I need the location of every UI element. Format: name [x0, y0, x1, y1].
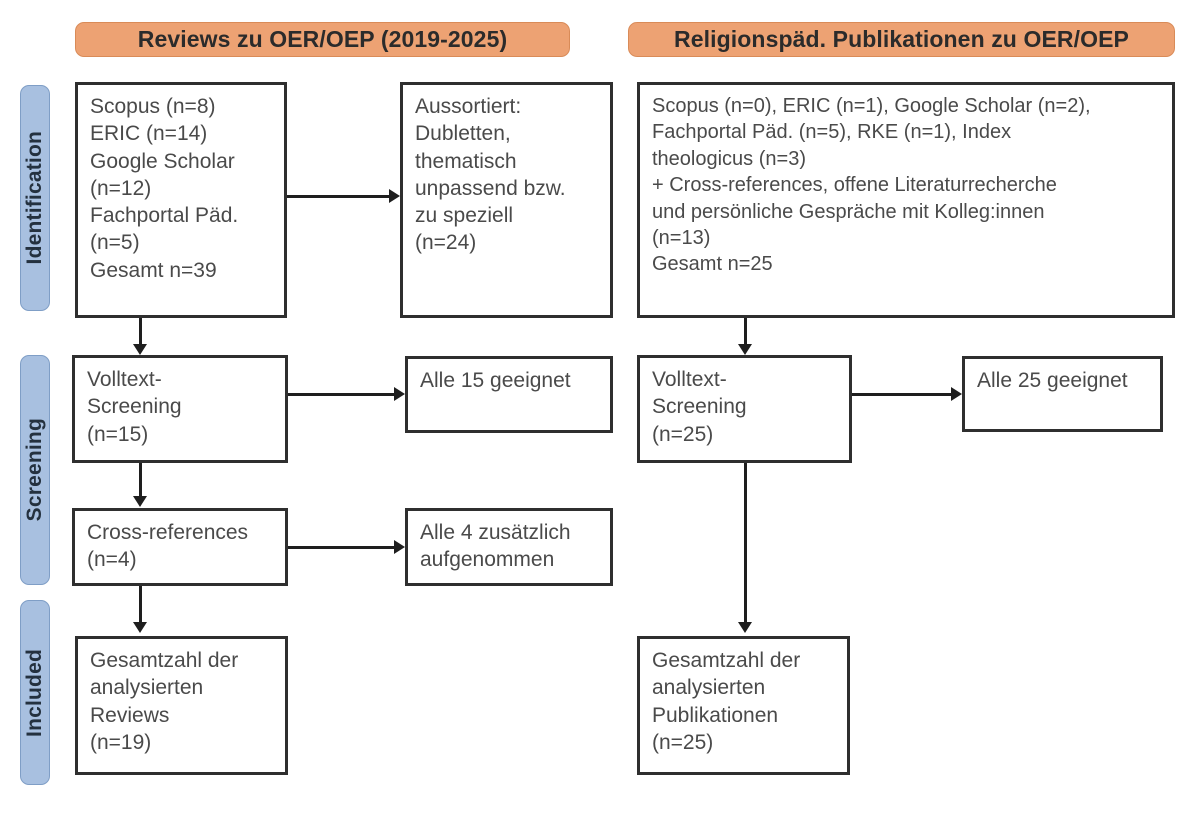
arrowhead-left-crossrefs-to-result — [394, 540, 405, 554]
stage-pill-identification: Identification — [20, 85, 50, 311]
connector-left-identification-to-screening — [139, 318, 142, 344]
arrowhead-right-screening-to-included — [738, 622, 752, 633]
column-header-publikationen: Religionspäd. Publikationen zu OER/OEP — [628, 22, 1175, 57]
arrowhead-left-crossrefs-to-included — [133, 622, 147, 633]
column-header-reviews: Reviews zu OER/OEP (2019-2025) — [75, 22, 570, 57]
arrowhead-left-screening-to-result — [394, 387, 405, 401]
box-left-cross-references-result: Alle 4 zusätzlich aufgenommen — [405, 508, 613, 586]
stage-pill-included: Included — [20, 600, 50, 785]
box-right-identification-sources: Scopus (n=0), ERIC (n=1), Google Scholar… — [637, 82, 1175, 318]
box-right-fulltext-result: Alle 25 geeignet — [962, 356, 1163, 432]
box-right-included-total: Gesamtzahl der analysierten Publikatione… — [637, 636, 850, 775]
connector-left-crossrefs-to-result — [288, 546, 394, 549]
box-right-fulltext-screening: Volltext- Screening (n=25) — [637, 355, 852, 463]
connector-left-crossrefs-to-included — [139, 586, 142, 622]
stage-label-screening: Screening — [23, 418, 46, 522]
stage-label-identification: Identification — [23, 131, 46, 265]
arrowhead-right-screening-to-result — [951, 387, 962, 401]
connector-right-screening-to-included — [744, 463, 747, 622]
arrowhead-left-screening-to-crossrefs — [133, 496, 147, 507]
stage-label-included: Included — [23, 648, 46, 737]
box-left-fulltext-screening: Volltext- Screening (n=15) — [72, 355, 288, 463]
connector-right-identification-to-screening — [744, 318, 747, 344]
box-left-cross-references: Cross-references (n=4) — [72, 508, 288, 586]
box-left-fulltext-result: Alle 15 geeignet — [405, 356, 613, 433]
arrowhead-left-identification-to-excluded — [389, 189, 400, 203]
box-left-included-total: Gesamtzahl der analysierten Reviews (n=1… — [75, 636, 288, 775]
arrowhead-left-identification-to-screening — [133, 344, 147, 355]
box-left-identification-sources: Scopus (n=8) ERIC (n=14) Google Scholar … — [75, 82, 287, 318]
stage-pill-screening: Screening — [20, 355, 50, 585]
connector-right-screening-to-result — [852, 393, 951, 396]
connector-left-screening-to-crossrefs — [139, 463, 142, 496]
connector-left-identification-to-excluded — [287, 195, 389, 198]
connector-left-screening-to-result — [288, 393, 394, 396]
box-left-excluded: Aussortiert: Dubletten, thematisch unpas… — [400, 82, 613, 318]
arrowhead-right-identification-to-screening — [738, 344, 752, 355]
